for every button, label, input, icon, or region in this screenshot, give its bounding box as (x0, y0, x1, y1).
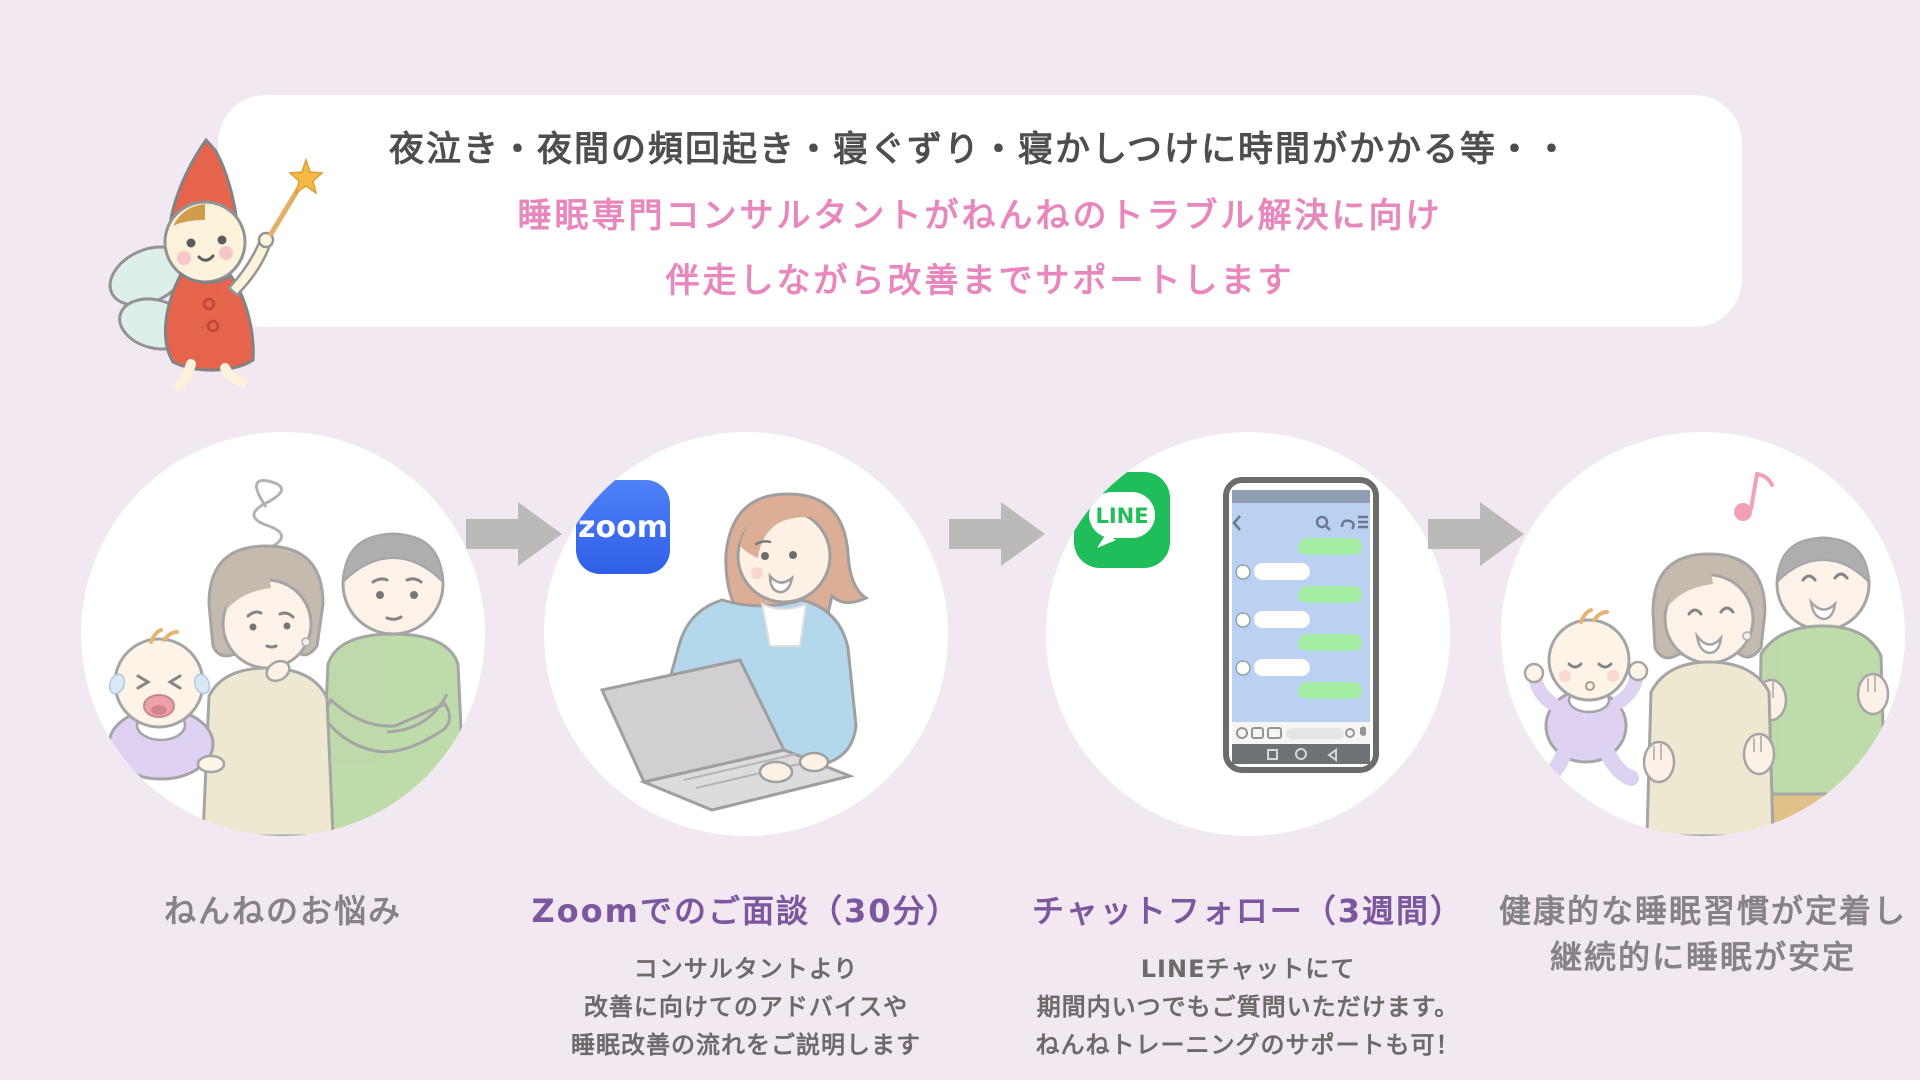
step3-desc-line3: ねんねトレーニングのサポートも可！ (1035, 1031, 1461, 1059)
step3-desc-line1: LINEチャットにて (1140, 955, 1356, 983)
step2-description: コンサルタントより 改善に向けてのアドバイスや 睡眠改善の流れをご説明します (446, 950, 1046, 1064)
step2-desc-line2: 改善に向けてのアドバイスや (583, 993, 909, 1021)
step3-desc-line2: 期間内いつでもご質問いただけます。 (1036, 993, 1460, 1021)
step1-title: ねんねのお悩み (163, 892, 402, 930)
happy-family-illustration (1523, 472, 1890, 836)
step2-title: Zoomでのご面談（30分） (531, 892, 961, 930)
step3-title: チャットフォロー（3週間） (1032, 892, 1464, 930)
header-box: 夜泣き・夜間の頻回起き・寝ぐずり・寝かしつけに時間がかかる等・・ 睡眠専門コンサ… (218, 95, 1742, 327)
step4-title-line1: 健康的な睡眠習慣が定着し (1498, 892, 1907, 930)
header-line-3: 伴走しながら改善までサポートします (665, 260, 1295, 301)
step2-label: Zoomでのご面談（30分） コンサルタントより 改善に向けてのアドバイスや 睡… (446, 888, 1046, 1064)
worried-family-illustration (96, 479, 468, 836)
step2-desc-line3: 睡眠改善の流れをご説明します (571, 1031, 921, 1059)
arrow-right-icon (466, 502, 562, 566)
fairy-icon (108, 137, 324, 391)
step3-circle-line-chat: LINE (1046, 432, 1450, 836)
step3-label: チャットフォロー（3週間） LINEチャットにて 期間内いつでもご質問いただけま… (948, 888, 1548, 1064)
step4-label: 健康的な睡眠習慣が定着し 継続的に睡眠が安定 (1463, 888, 1920, 980)
fairy-wand-illustration (103, 124, 335, 392)
received-chat-bubble (1254, 563, 1310, 580)
line-logo: LINE (1074, 472, 1170, 568)
step4-circle-happy-family (1501, 432, 1905, 836)
arrow-right-icon (949, 502, 1045, 566)
zoom-logo-text: zoom (578, 510, 668, 545)
line-logo-text: LINE (1095, 504, 1148, 528)
step2-circle-zoom-consultation: zoom (544, 432, 948, 836)
arrow-right-icon (1428, 502, 1524, 566)
step1-circle-worried-family (81, 432, 485, 836)
sent-chat-bubble (1298, 538, 1362, 555)
zoom-logo: zoom (576, 480, 670, 574)
step4-title-line2: 継続的に睡眠が安定 (1549, 938, 1856, 976)
step2-desc-line1: コンサルタントより (633, 955, 859, 983)
music-note-icon (1734, 472, 1774, 521)
step3-description: LINEチャットにて 期間内いつでもご質問いただけます。 ねんねトレーニングのサ… (948, 950, 1548, 1064)
line-chat-illustration: LINE (1074, 472, 1379, 773)
zoom-consultation-illustration: zoom (576, 480, 870, 812)
step1-label: ねんねのお悩み (33, 888, 533, 934)
header-line-1: 夜泣き・夜間の頻回起き・寝ぐずり・寝かしつけに時間がかかる等・・ (389, 129, 1571, 170)
header-line-2: 睡眠専門コンサルタントがねんねのトラブル解決に向け (517, 195, 1443, 236)
